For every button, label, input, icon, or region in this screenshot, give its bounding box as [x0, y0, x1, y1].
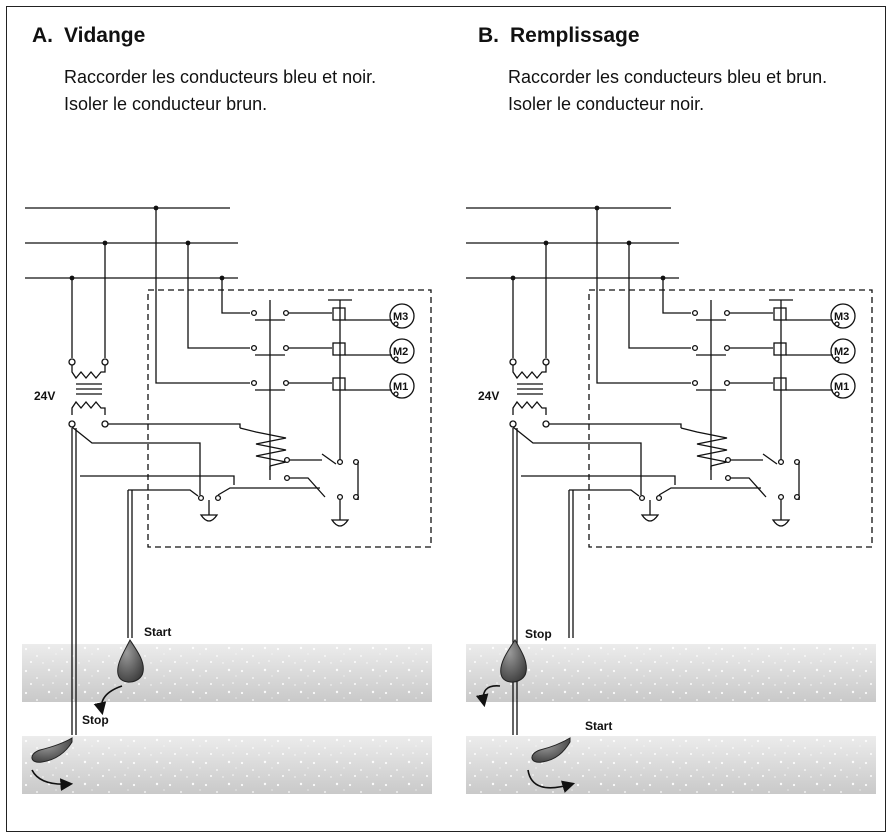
panel-a-lower-switch-label: Stop	[82, 713, 109, 727]
panel-a-voltage-label: 24V	[34, 389, 55, 403]
panel-a-motor-label-m1: M1	[393, 381, 408, 393]
panel-b-lower-liquid	[466, 736, 876, 794]
panel-b-instruction-2: Isoler le conducteur noir.	[508, 94, 705, 114]
panel-a-motor-label-m2: M2	[393, 346, 408, 358]
panel-b-lower-switch-label: Start	[585, 719, 612, 733]
panel-b-lower-float-switch	[527, 737, 576, 793]
panel-a-title: Vidange	[64, 24, 146, 47]
panel-a-instruction-1: Raccorder les conducteurs bleu et noir.	[64, 67, 377, 87]
panel-a-upper-float-switch	[93, 639, 144, 716]
panel-a-heading: A. Vidange	[32, 24, 145, 48]
panel-b-title: Remplissage	[510, 24, 640, 47]
panel-a-upper-switch-label: Start	[144, 625, 171, 639]
panel-b-upper-liquid	[466, 644, 876, 702]
panel-a-lower-float-switch	[31, 737, 74, 792]
panel-b-upper-switch-label: Stop	[525, 627, 552, 641]
panel-b-motor-label-m2: M2	[834, 346, 849, 358]
panel-a-letter: A.	[32, 24, 53, 47]
panel-b-motor-label-m3: M3	[834, 311, 849, 323]
panel-a-lower-liquid	[22, 736, 432, 794]
panel-b-instruction-1: Raccorder les conducteurs bleu et brun.	[508, 67, 828, 87]
panel-b-motor-label-m1: M1	[834, 381, 849, 393]
panel-b-letter: B.	[478, 24, 499, 47]
panel-b-upper-float-switch	[475, 639, 527, 708]
panel-b-heading: B. Remplissage	[478, 24, 640, 48]
panel-b-voltage-label: 24V	[478, 389, 499, 403]
panel-a-instruction-2: Isoler le conducteur brun.	[64, 94, 268, 114]
panel-a-upper-liquid	[22, 644, 432, 702]
panel-a-motor-label-m3: M3	[393, 311, 408, 323]
